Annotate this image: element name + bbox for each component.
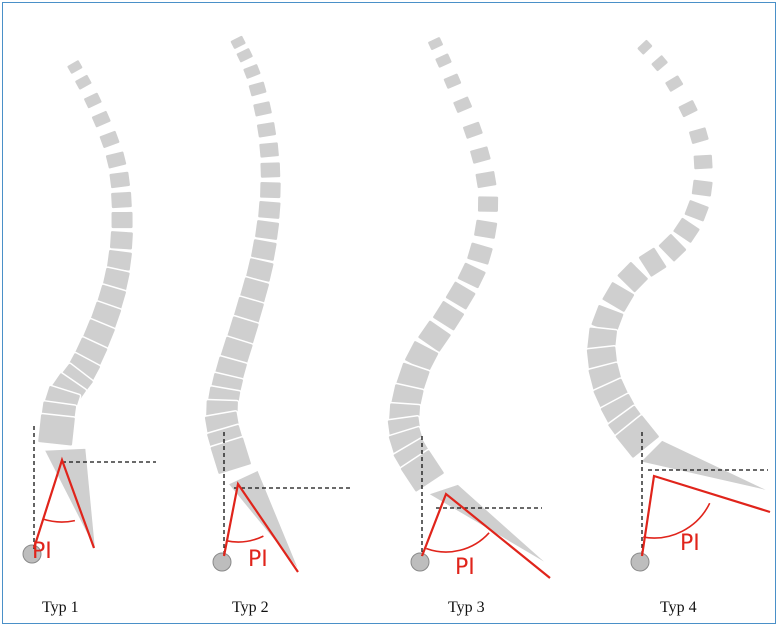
vertebra (91, 110, 112, 129)
vertebra (105, 150, 128, 169)
vertebra (677, 99, 699, 119)
vertebra (242, 63, 262, 80)
sacrum (428, 484, 550, 566)
sacrum (44, 448, 96, 552)
vertebra (109, 171, 131, 189)
pelvic-incidence-arc (226, 536, 264, 542)
vertebra (462, 121, 484, 140)
vertebra (74, 73, 93, 90)
vertebra (442, 72, 462, 90)
femoral-head (213, 553, 231, 571)
vertebra (260, 162, 281, 179)
pi-label: PI (248, 547, 268, 572)
vertebra (254, 219, 280, 241)
vertebra (110, 191, 132, 209)
vertebra (111, 211, 134, 229)
vertebra (693, 154, 714, 170)
vertebra (475, 170, 498, 189)
vertebra (109, 230, 134, 250)
type-label: Typ 3 (448, 599, 485, 616)
femoral-head (631, 553, 649, 571)
femoral-head (411, 553, 429, 571)
vertebra (235, 47, 254, 64)
vertebra (252, 100, 273, 117)
vertebra (37, 413, 75, 446)
vertebra (427, 36, 445, 52)
vertebra (477, 196, 499, 213)
vertebra (691, 179, 714, 198)
vertebra (452, 95, 473, 114)
sacrum (640, 440, 772, 492)
vertebra (248, 80, 268, 97)
panel-typ-3: PI Typ 3 (387, 36, 550, 616)
pi-label: PI (32, 539, 52, 564)
vertebra (636, 38, 654, 56)
vertebra (650, 54, 669, 73)
vertebra (466, 241, 494, 265)
vertebra (256, 121, 277, 138)
type-label: Typ 2 (232, 599, 269, 616)
type-label: Typ 1 (42, 599, 79, 616)
vertebra (229, 34, 247, 50)
vertebra (98, 130, 120, 150)
vertebra (259, 181, 281, 199)
panel-typ-4: PI Typ 4 (586, 38, 772, 616)
vertebra (683, 199, 710, 223)
pi-label: PI (680, 531, 700, 556)
vertebra (688, 126, 710, 145)
vertebra (258, 141, 279, 158)
pelvic-incidence-lines (642, 476, 770, 556)
vertebra (257, 200, 281, 220)
vertebra (473, 219, 498, 240)
type-label: Typ 4 (660, 599, 697, 616)
panel-typ-1: PI Typ 1 (23, 59, 156, 616)
vertebra (66, 59, 84, 75)
pelvic-incidence-arc (43, 519, 75, 522)
pelvic-incidence-arc (426, 533, 489, 552)
vertebra (664, 74, 685, 93)
vertebra (83, 91, 103, 109)
vertebra (469, 145, 492, 165)
panel-typ-2: PI Typ 2 (204, 34, 350, 616)
vertebra (434, 52, 453, 69)
pi-label: PI (455, 555, 475, 580)
